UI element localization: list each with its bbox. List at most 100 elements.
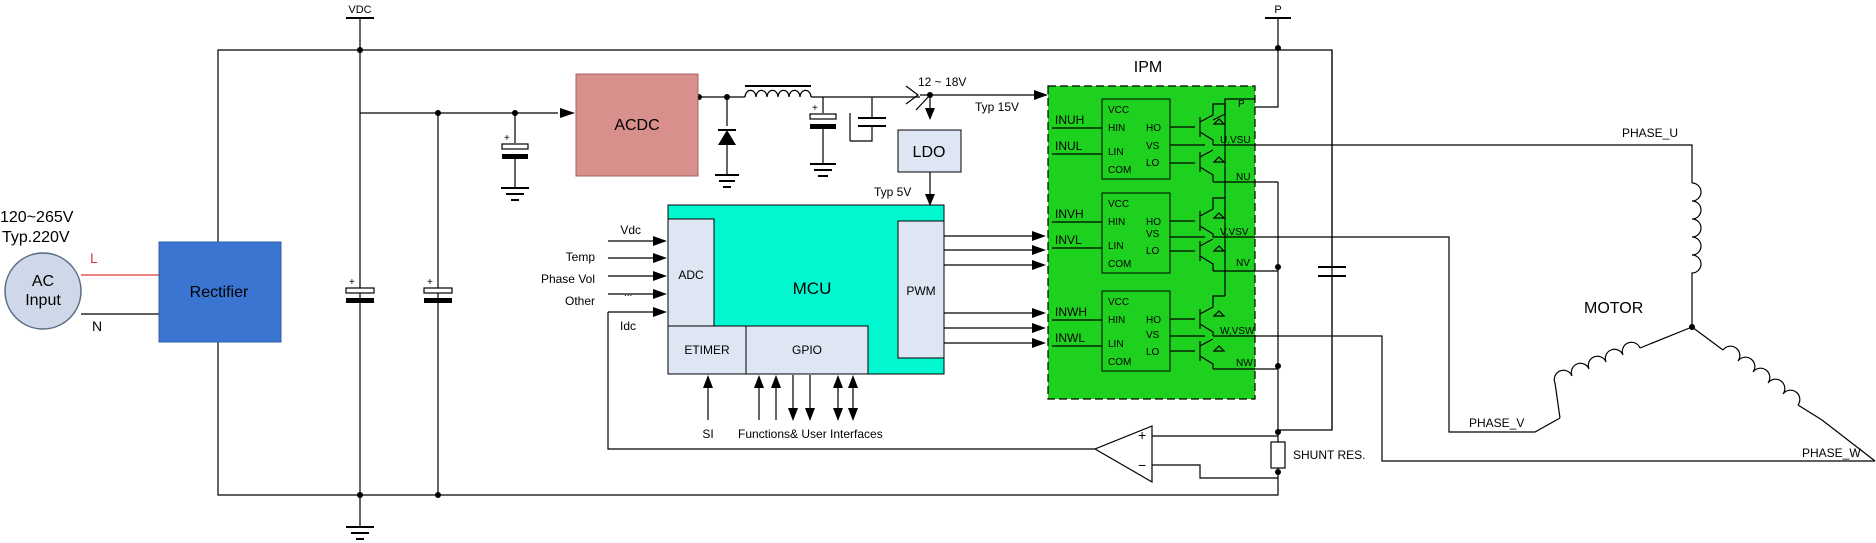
input-filter-cap: + bbox=[501, 133, 529, 201]
pin-vcc: VCC bbox=[1108, 297, 1129, 308]
cap-polarity: + bbox=[349, 277, 355, 288]
pin-com: COM bbox=[1108, 165, 1131, 176]
ipm-out-w: W,VSW bbox=[1220, 326, 1255, 337]
ipm-out-nv: NV bbox=[1236, 258, 1250, 269]
typ5-label: Typ 5V bbox=[874, 185, 911, 199]
acdc-label: ACDC bbox=[614, 117, 659, 134]
etimer-label: ETIMER bbox=[684, 343, 730, 357]
p-terminal: P bbox=[1265, 4, 1291, 19]
pin-ho: HO bbox=[1146, 123, 1161, 134]
line-n-label: N bbox=[92, 318, 102, 334]
rectifier-label: Rectifier bbox=[190, 284, 249, 301]
ac-voltage-line1: 120~265V bbox=[0, 209, 74, 226]
pin-ho: HO bbox=[1146, 217, 1161, 228]
ldo-label: LDO bbox=[913, 144, 946, 161]
ac-voltage-line2: Typ.220V bbox=[2, 229, 70, 246]
ac-input: AC Input 120~265V Typ.220V L N bbox=[0, 209, 159, 334]
ldo-block: LDO Typ 5V bbox=[874, 129, 962, 206]
gpio-label: GPIO bbox=[792, 343, 822, 357]
pin-hin: HIN bbox=[1108, 315, 1125, 326]
shunt-label: SHUNT RES. bbox=[1293, 448, 1365, 462]
cap-polarity: + bbox=[427, 277, 433, 288]
opamp-minus: − bbox=[1138, 457, 1146, 473]
pin-lo: LO bbox=[1146, 347, 1160, 358]
adc-input-phase-vol: Phase Vol bbox=[541, 272, 595, 286]
p-label: P bbox=[1274, 4, 1281, 16]
adc-label: ADC bbox=[678, 268, 704, 282]
rectifier-block: Rectifier bbox=[158, 241, 282, 343]
ipm-module: IPM INUH INUL INVH INVL INWH INWL VCC HI… bbox=[1047, 59, 1256, 400]
ipm-input-inwl: INWL bbox=[1055, 331, 1085, 345]
pin-lo: LO bbox=[1146, 246, 1160, 257]
ipm-out-v: V,VSV bbox=[1220, 227, 1249, 238]
phase-u-label: PHASE_U bbox=[1622, 126, 1678, 140]
pin-lin: LIN bbox=[1108, 241, 1124, 252]
idc-label: Idc bbox=[620, 319, 636, 333]
si-label: SI bbox=[702, 427, 713, 441]
ipm-label: IPM bbox=[1134, 59, 1162, 76]
vdc-terminal: VDC bbox=[346, 4, 374, 19]
vdc-label: VDC bbox=[348, 4, 371, 16]
mcu-label: MCU bbox=[793, 279, 832, 298]
acdc-output-stage: + bbox=[698, 85, 920, 188]
adc-input-vdc: Vdc bbox=[620, 223, 641, 237]
ipm-input-inwh: INWH bbox=[1055, 305, 1087, 319]
volt-range-label: 12 ~ 18V bbox=[918, 75, 966, 89]
ipm-input-invh: INVH bbox=[1055, 207, 1084, 221]
ipm-input-inul: INUL bbox=[1055, 139, 1083, 153]
bulk-cap-1: + bbox=[345, 277, 375, 303]
pin-vs: VS bbox=[1146, 141, 1160, 152]
bulk-cap-2: + bbox=[423, 277, 453, 303]
pwm-label: PWM bbox=[906, 284, 935, 298]
ipm-out-u: U,VSU bbox=[1220, 135, 1251, 146]
pin-lo: LO bbox=[1146, 158, 1160, 169]
gate-driver-u: VCC HIN LIN COM HO VS LO bbox=[1101, 98, 1171, 180]
phase-w-label: PHASE_W bbox=[1802, 446, 1861, 460]
ac-input-line2: Input bbox=[25, 292, 61, 309]
gate-driver-v: VCC HIN LIN COM HO VS LO bbox=[1101, 192, 1171, 274]
line-l-label: L bbox=[90, 250, 98, 266]
opamp: + − bbox=[1093, 425, 1278, 484]
shunt-resistor: SHUNT RES. bbox=[1270, 438, 1365, 482]
pin-hin: HIN bbox=[1108, 123, 1125, 134]
adc-input-temp: Temp bbox=[566, 250, 596, 264]
pin-com: COM bbox=[1108, 357, 1131, 368]
motor: MOTOR PHASE_U PHASE_V PHASE_W bbox=[1469, 126, 1876, 462]
ipm-out-nw: NW bbox=[1236, 358, 1253, 369]
motor-label: MOTOR bbox=[1584, 300, 1643, 317]
ground-vdc bbox=[346, 518, 374, 540]
opamp-plus: + bbox=[1138, 427, 1146, 443]
pin-lin: LIN bbox=[1108, 339, 1124, 350]
pwm-outputs bbox=[944, 231, 1046, 348]
cap-polarity: + bbox=[812, 103, 818, 114]
pin-vs: VS bbox=[1146, 330, 1160, 341]
pin-lin: LIN bbox=[1108, 147, 1124, 158]
phase-v-label: PHASE_V bbox=[1469, 416, 1524, 430]
adc-inputs: Vdc Temp Phase Vol Other ... Idc bbox=[541, 223, 1095, 450]
igbt-legs bbox=[1170, 98, 1255, 370]
pin-vcc: VCC bbox=[1108, 105, 1129, 116]
ipm-input-inuh: INUH bbox=[1055, 113, 1084, 127]
functions-label: Functions& User Interfaces bbox=[738, 427, 883, 441]
cap-polarity: + bbox=[504, 133, 510, 144]
ipm-out-nu: NU bbox=[1236, 172, 1250, 183]
pin-vcc: VCC bbox=[1108, 199, 1129, 210]
mcu-block: MCU ADC PWM ETIMER GPIO bbox=[667, 204, 945, 375]
supply-feed: 12 ~ 18V Typ 15V bbox=[905, 75, 1048, 120]
ac-input-line1: AC bbox=[32, 273, 54, 290]
acdc-block: ACDC bbox=[575, 73, 699, 177]
gate-driver-w: VCC HIN LIN COM HO VS LO bbox=[1101, 290, 1171, 372]
pin-hin: HIN bbox=[1108, 217, 1125, 228]
adc-input-other: Other bbox=[565, 294, 595, 308]
typ15-label: Typ 15V bbox=[975, 100, 1019, 114]
pin-vs: VS bbox=[1146, 229, 1160, 240]
ipm-input-invl: INVL bbox=[1055, 233, 1082, 247]
ipm-output-wiring bbox=[1255, 144, 1875, 462]
ipm-out-p: P bbox=[1238, 99, 1245, 110]
pin-com: COM bbox=[1108, 259, 1131, 270]
gpio-io-arrows: SI Functions& User Interfaces bbox=[702, 375, 883, 441]
pin-ho: HO bbox=[1146, 315, 1161, 326]
dc-link-cap bbox=[1278, 50, 1346, 431]
